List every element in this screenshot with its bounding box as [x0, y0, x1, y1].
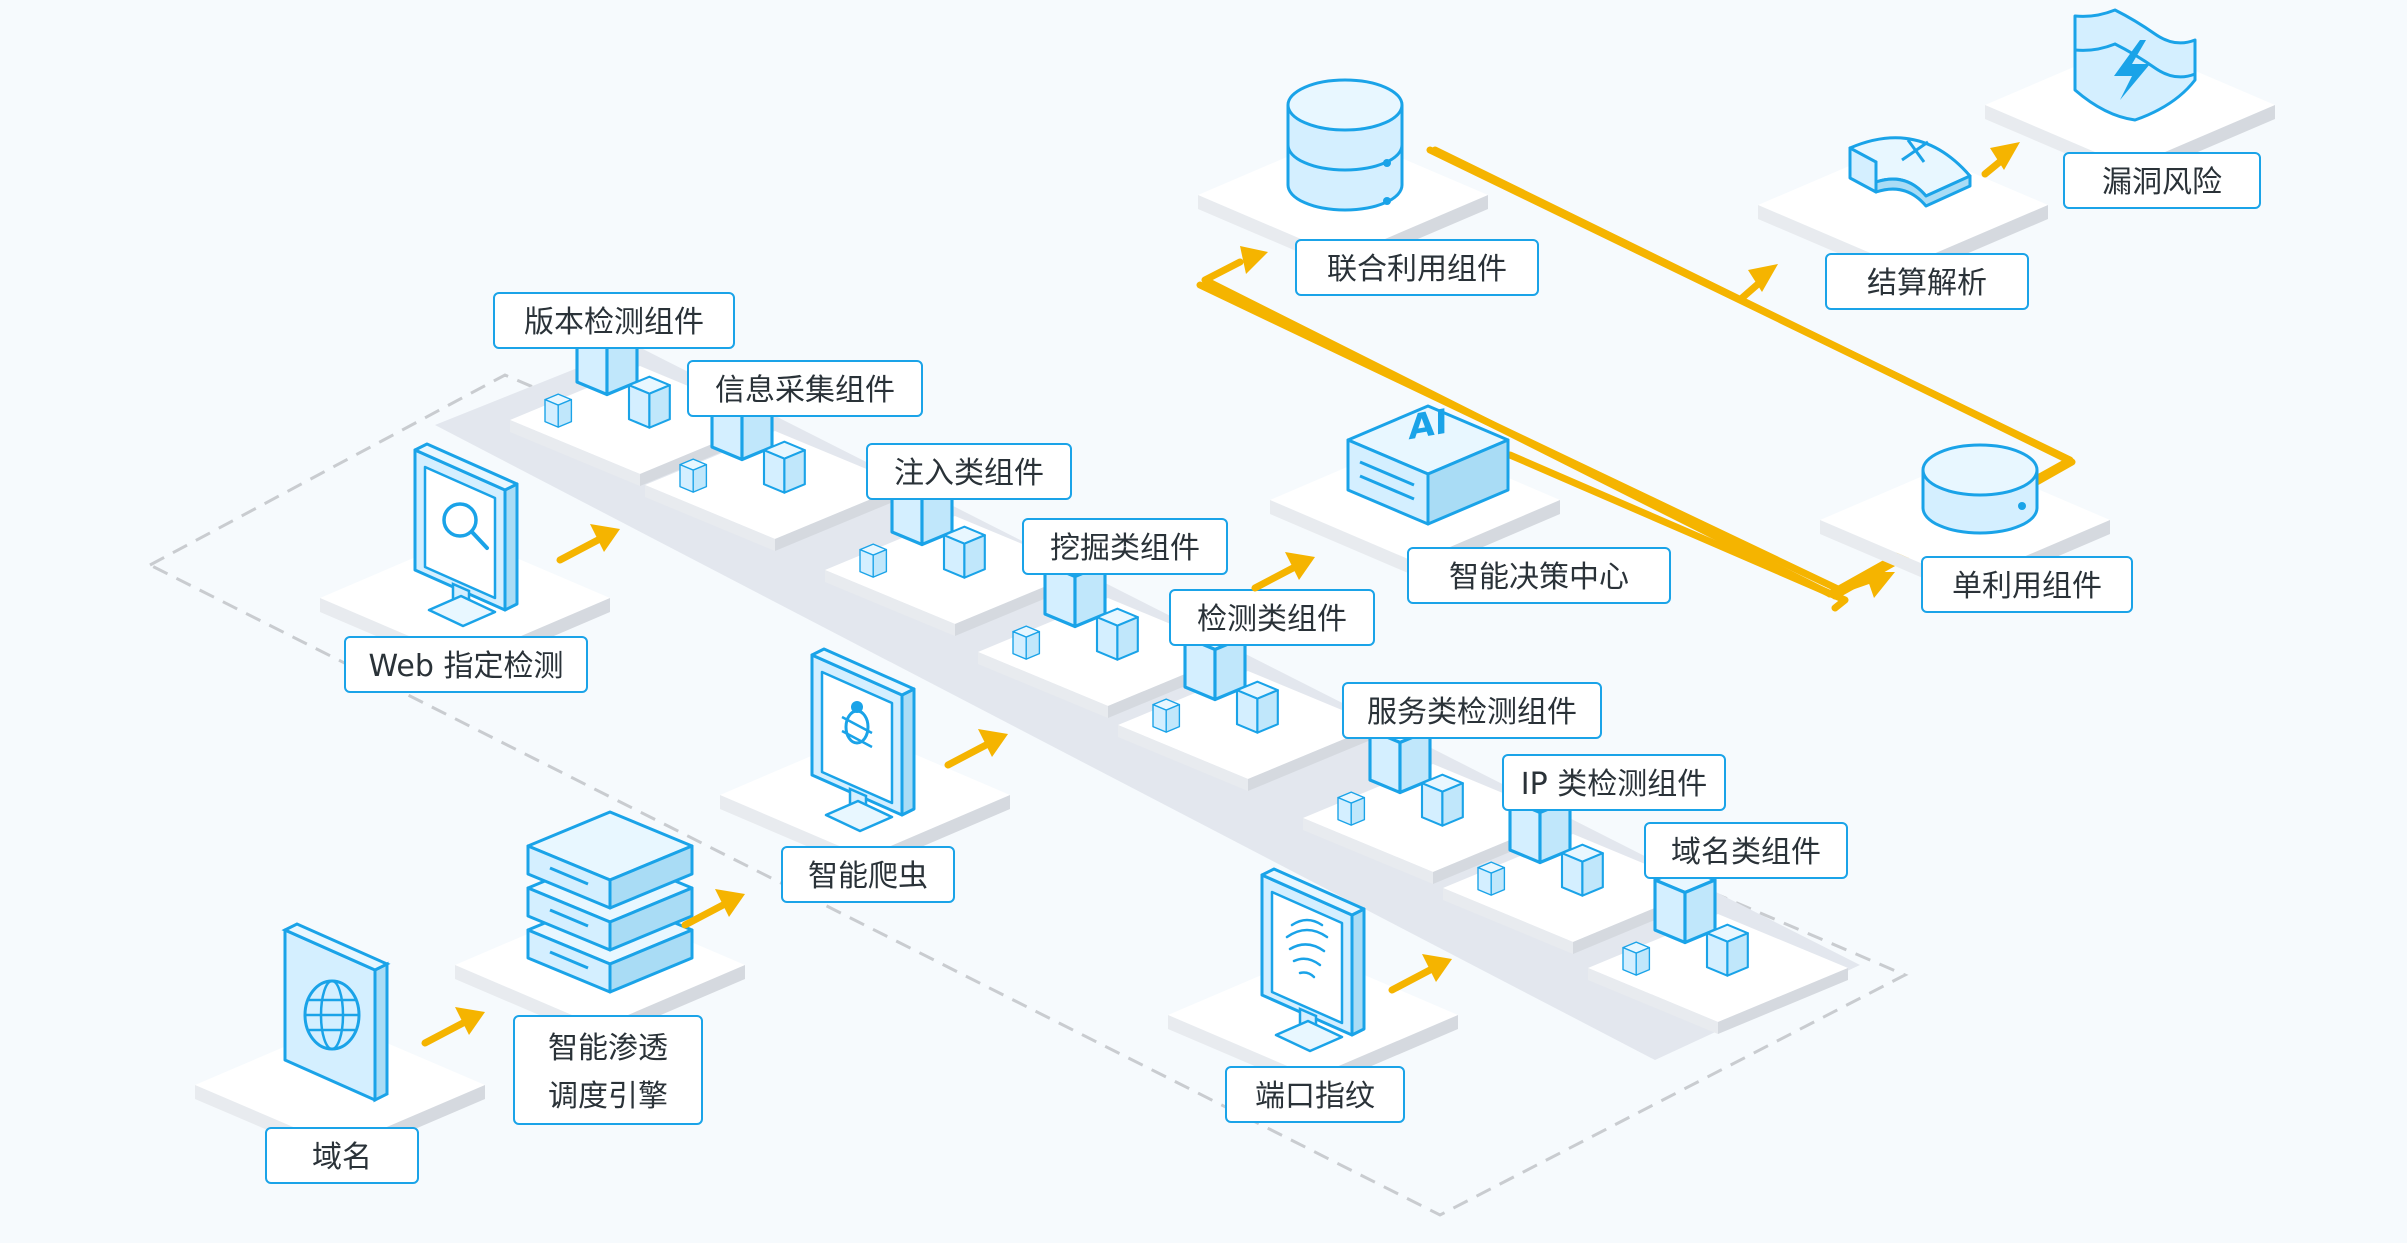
- result-parse-label: 结算解析: [1867, 266, 1987, 301]
- scan-zone-outline: [146, 373, 1909, 1217]
- engine-label-line2: 调度引擎: [548, 1079, 668, 1114]
- result-parse-node[interactable]: 结算解析: [1758, 136, 2048, 310]
- web-detect-label: Web 指定检测: [369, 649, 564, 684]
- version-detect-label: 版本检测组件: [524, 305, 704, 340]
- ip-detect-label: IP 类检测组件: [1521, 767, 1707, 802]
- arrowheads: [1240, 142, 2020, 598]
- ai-center-label: 智能决策中心: [1449, 560, 1629, 595]
- database-icon: [1286, 78, 1404, 212]
- info-collect-label: 信息采集组件: [715, 373, 895, 408]
- component-mining[interactable]: 挖掘类组件: [978, 518, 1238, 718]
- arrow-web-components: [560, 524, 620, 560]
- short-arrows: [1738, 156, 2006, 302]
- single-use-node[interactable]: 单利用组件: [1820, 443, 2133, 613]
- port-fingerprint-label: 端口指纹: [1255, 1079, 1375, 1114]
- disk-icon: [1921, 443, 2039, 535]
- joint-use-label: 联合利用组件: [1327, 252, 1507, 287]
- injection-label: 注入类组件: [894, 456, 1044, 491]
- shield-lightning-icon: [2073, 8, 2197, 122]
- crawler-label: 智能爬虫: [808, 859, 928, 894]
- monitor-bug-icon: [810, 647, 916, 833]
- arrow-detection-ai: [1255, 552, 1315, 588]
- ai-box-icon: AI: [1346, 402, 1510, 526]
- domain-label: 域名: [312, 1140, 372, 1175]
- joint-use-node[interactable]: 联合利用组件: [1198, 78, 1539, 296]
- detection-label: 检测类组件: [1197, 602, 1347, 637]
- component-detection[interactable]: 检测类组件: [1118, 589, 1378, 791]
- vuln-risk-node[interactable]: 漏洞风险: [1985, 8, 2275, 209]
- gauge-icon: [1848, 136, 1972, 208]
- arrow-domain-engine: [425, 1007, 485, 1043]
- component-domain-detect[interactable]: 域名类组件: [1588, 822, 1848, 1034]
- globe-panel-icon: [281, 922, 391, 1103]
- crawler-node[interactable]: 智能爬虫: [720, 647, 1010, 903]
- arrow-port-components: [1392, 954, 1452, 990]
- web-detect-node[interactable]: Web 指定检测: [320, 442, 610, 693]
- monitor-fingerprint-icon: [1260, 867, 1366, 1053]
- engine-node[interactable]: 智能渗透 调度引擎: [455, 810, 745, 1125]
- single-use-label: 单利用组件: [1952, 569, 2102, 604]
- ai-center-node[interactable]: AI 智能决策中心: [1270, 402, 1671, 604]
- component-version-detect[interactable]: 版本检测组件: [493, 292, 770, 486]
- engine-label-line1: 智能渗透: [548, 1031, 668, 1066]
- vuln-risk-label: 漏洞风险: [2102, 165, 2222, 200]
- server-stack-icon: [526, 810, 694, 994]
- arrow-engine-crawler: [685, 889, 745, 925]
- ai-box-text: AI: [1409, 402, 1448, 449]
- monitor-search-icon: [413, 442, 519, 628]
- domain-node[interactable]: 域名: [195, 922, 485, 1184]
- component-ip-detect[interactable]: IP 类检测组件: [1443, 754, 1726, 954]
- component-injection[interactable]: 注入类组件: [825, 443, 1085, 636]
- domain-detect-label: 域名类组件: [1671, 835, 1821, 870]
- mining-label: 挖掘类组件: [1050, 531, 1200, 566]
- component-service-detect[interactable]: 服务类检测组件: [1303, 682, 1602, 884]
- component-info-collect[interactable]: 信息采集组件: [645, 360, 923, 551]
- port-fingerprint-node[interactable]: 端口指纹: [1168, 867, 1458, 1123]
- service-detect-label: 服务类检测组件: [1367, 695, 1577, 730]
- arrow-crawler-components: [948, 729, 1008, 765]
